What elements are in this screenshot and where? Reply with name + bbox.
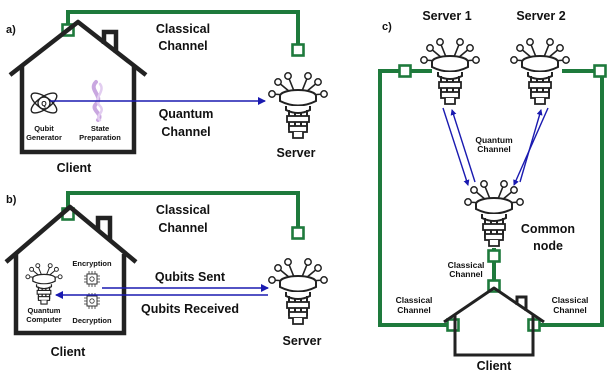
quantum-arrow [519,109,543,183]
connector-square [291,43,305,57]
classical-channel-loop [378,69,450,327]
decryption-label: Decryption [72,316,112,325]
panel-c-tag: c) [382,21,392,33]
common-node-label-2: node [533,239,563,253]
classical-channel-label-b-2: Channel [158,221,207,235]
panel-c: c) Server 1 Server 2 Quantum Channel Com… [378,9,607,373]
molecule-icon [91,80,103,122]
state-preparation-label-2: Preparation [79,133,121,142]
panel-a: a) Classical Channel Q Qubit Generator S… [6,10,329,175]
quantum-arrow [450,109,476,183]
panel-b-tag: b) [6,194,17,206]
classical-channel-label-left-2: Channel [397,305,431,315]
qubit-generator-label-2: Generator [26,133,62,142]
connector-square [487,249,501,263]
atom-icon: Q [30,92,58,114]
server-quantum-computer-icon [267,257,329,325]
qubits-received-label: Qubits Received [141,302,239,316]
classical-channel-label-a-1: Classical [156,22,210,36]
qubits-sent-label: Qubits Sent [155,270,226,284]
common-node-label-1: Common [521,222,575,236]
server-quantum-computer-icon [267,71,329,139]
connector-square [398,64,412,78]
server-label-b: Server [283,334,322,348]
encryption-label: Encryption [72,259,112,268]
client-label-b: Client [51,345,87,359]
qubit-generator-label-1: Qubit [34,124,54,133]
quantum-computer-label-2: Computer [26,315,61,324]
encryption-chip-icon [83,270,101,288]
server-2-label: Server 2 [516,9,565,23]
classical-channel-label-center-1: Classical [448,260,485,270]
quantum-channel-label-c-1: Quantum [475,135,513,145]
client-house-icon [443,286,545,357]
classical-channel-label-b-1: Classical [156,203,210,217]
quantum-channel-label-a-2: Channel [161,125,210,139]
panel-a-tag: a) [6,24,16,36]
classical-channel-label-center-2: Channel [449,269,483,279]
client-house-icon [4,204,138,336]
svg-text:Q: Q [41,101,47,108]
classical-channel-line-a [66,10,300,48]
client-label-a: Client [57,161,93,175]
classical-channel-label-right-1: Classical [552,295,589,305]
state-preparation-label-1: State [91,124,109,133]
classical-channel-label-left-1: Classical [396,295,433,305]
server-1-label: Server 1 [422,9,471,23]
connector-square [593,64,607,78]
connector-square [291,226,305,240]
quantum-computer-label-1: Quantum [28,306,61,315]
classical-channel-line-b [66,191,300,232]
common-node-icon [463,179,525,247]
connector-square [446,318,460,332]
panel-b: b) Classical Channel Encryption Decrypti… [4,191,329,359]
client-label-c: Client [477,359,513,373]
client-house-icon [8,19,148,155]
classical-channel-label-right-2: Channel [553,305,587,315]
classical-channel-label-a-2: Channel [158,39,207,53]
server-2-icon [509,37,571,105]
server-label-a: Server [277,146,316,160]
quantum-arrow [442,107,470,186]
quantum-channel-label-a-1: Quantum [159,107,214,121]
classical-channel-loop [535,69,604,327]
quantum-computer-icon [25,263,63,305]
quantum-channel-label-c-2: Channel [477,144,511,154]
